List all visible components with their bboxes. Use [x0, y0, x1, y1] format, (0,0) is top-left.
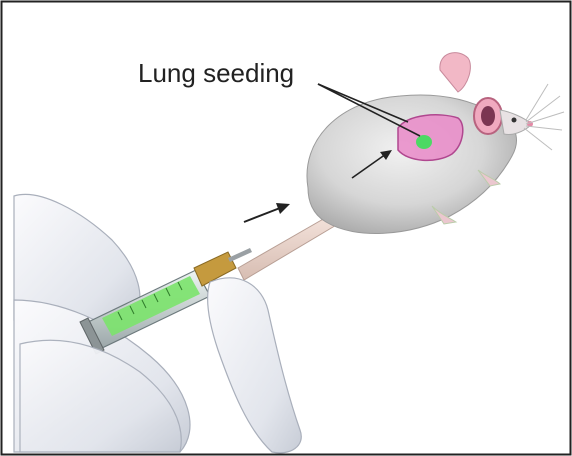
mouse-eye	[512, 118, 517, 123]
mouse-ear-inner	[481, 106, 495, 126]
tumor-cells	[416, 135, 432, 149]
lung-seeding-label: Lung seeding	[138, 58, 294, 88]
